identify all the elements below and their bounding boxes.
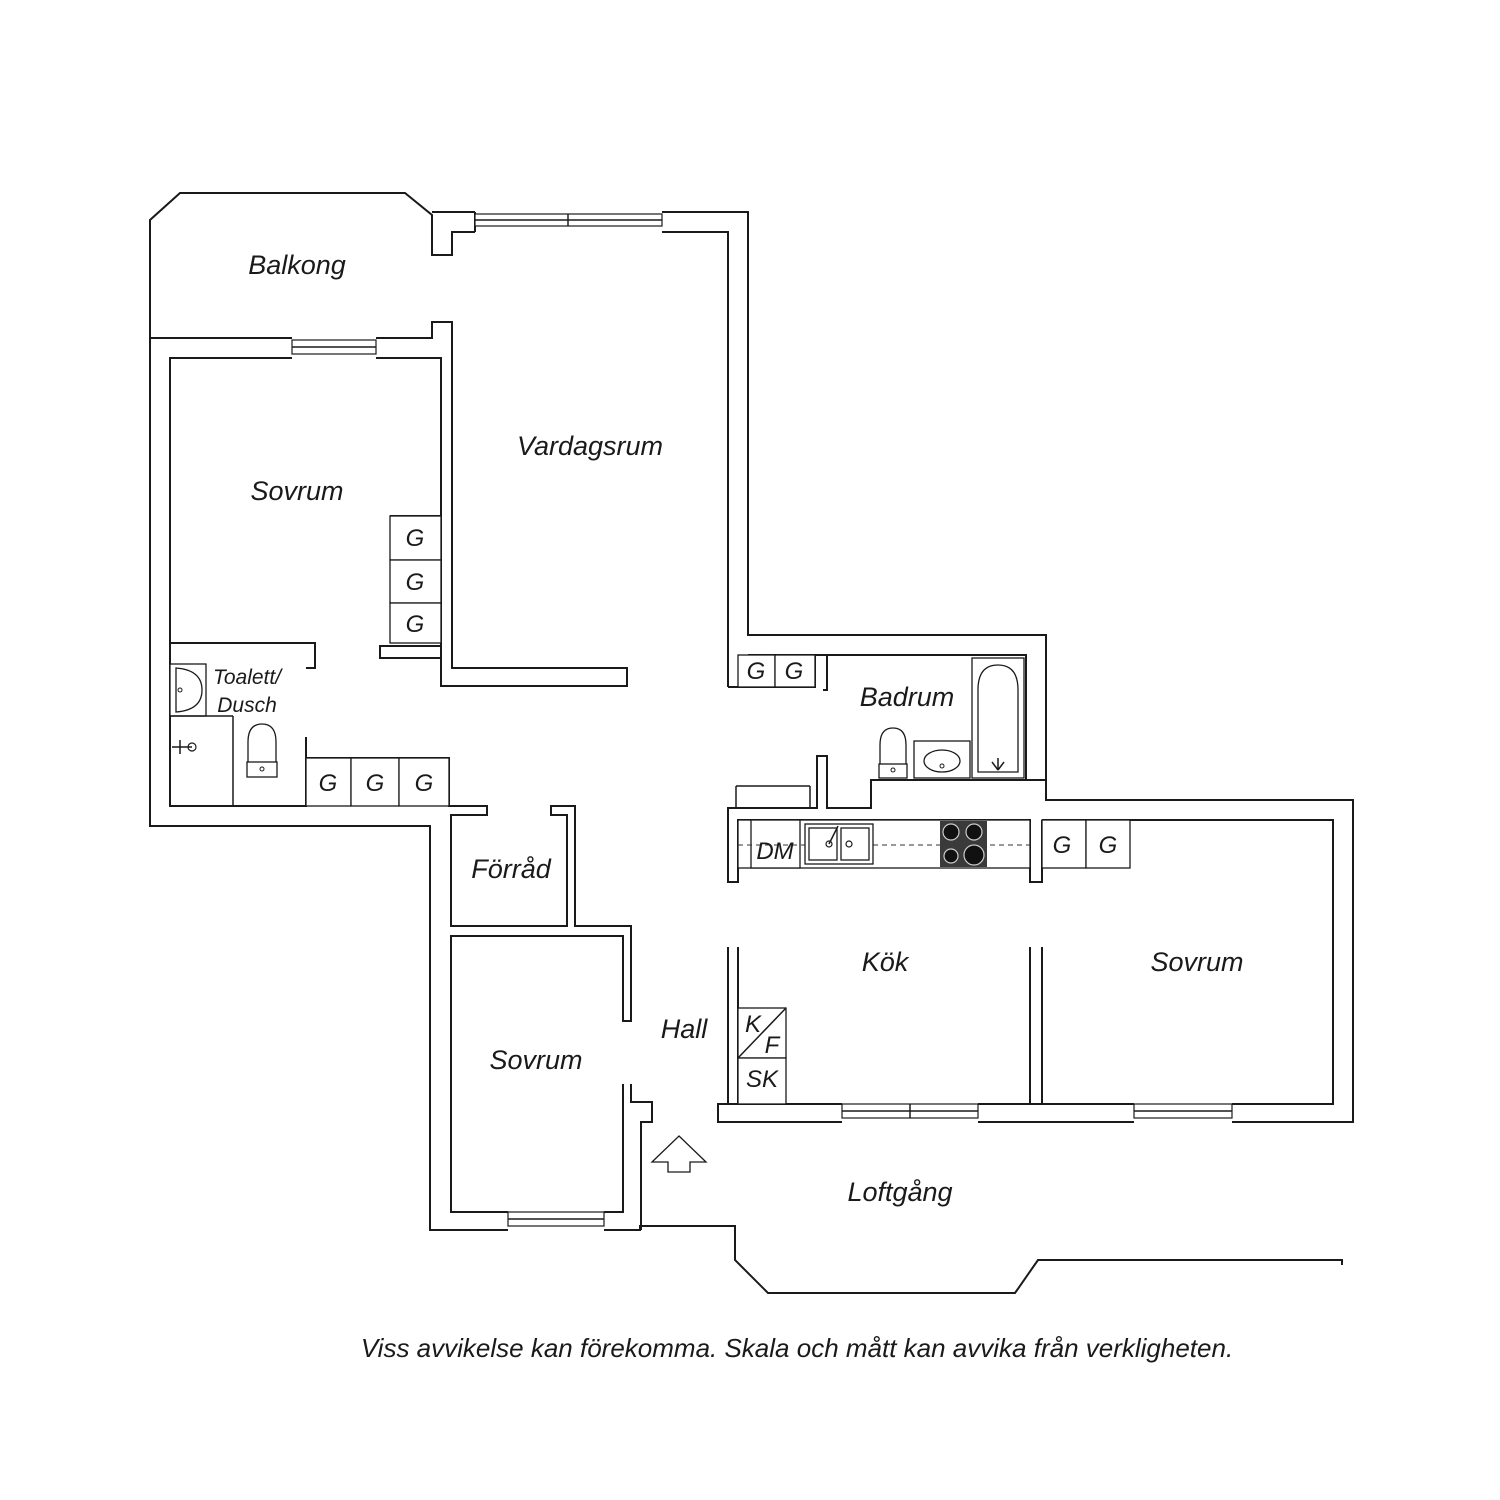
room-label-kok: Kök <box>862 947 910 977</box>
shower-icon <box>172 740 197 754</box>
wardrobe-label: G <box>1099 832 1118 859</box>
room-label-badrum: Badrum <box>860 682 955 712</box>
bathroom-fixtures <box>878 657 1025 779</box>
window-bedroom-e <box>1133 1103 1233 1119</box>
toilet-icon <box>878 727 908 779</box>
wardrobe-label: G <box>406 611 425 638</box>
kitchen-counter <box>737 819 1031 869</box>
room-label-sovrum-e: Sovrum <box>1150 947 1243 977</box>
room-label-sovrum-nw: Sovrum <box>250 476 343 506</box>
wardrobes <box>305 515 1131 869</box>
room-label-dusch: Dusch <box>217 694 277 717</box>
room-label-toalett: Toalett/ <box>213 666 283 689</box>
window-bedroom-nw <box>291 339 377 355</box>
window-living-north <box>474 213 663 227</box>
room-labels: Balkong Vardagsrum Sovrum Toalett/ Dusch… <box>213 250 1244 1207</box>
wardrobe-label: G <box>406 569 425 596</box>
wardrobe-label: G <box>406 525 425 552</box>
toilet-icon <box>246 723 278 778</box>
window-bedroom-s <box>507 1211 605 1227</box>
wardrobe-label: G <box>747 658 766 685</box>
wardrobe-label: G <box>366 770 385 797</box>
wardrobe-label: G <box>785 658 804 685</box>
room-label-hall: Hall <box>661 1014 709 1044</box>
stove-icon <box>940 821 987 867</box>
sink-icon <box>804 823 874 865</box>
fridge-cabinet <box>737 1007 787 1105</box>
wardrobe-label: G <box>319 770 338 797</box>
bathtub-icon <box>971 657 1025 779</box>
windows <box>291 213 1233 1227</box>
fridge-label: K <box>745 1011 762 1038</box>
room-label-loftgang: Loftgång <box>847 1177 952 1207</box>
window-kitchen <box>841 1103 979 1119</box>
disclaimer-text: Viss avvikelse kan förekomma. Skala och … <box>361 1333 1233 1363</box>
wardrobe-label: G <box>1053 832 1072 859</box>
washbasin-icon <box>913 740 971 779</box>
cabinet-label: SK <box>746 1066 779 1093</box>
room-label-forrad: Förråd <box>471 854 552 884</box>
room-label-vardagsrum: Vardagsrum <box>517 431 663 461</box>
room-label-balkong: Balkong <box>248 250 346 280</box>
fixture-labels: G G G G G G G G G G DM K F SK <box>319 525 1118 1093</box>
outer-walls <box>149 192 1354 1294</box>
freezer-label: F <box>765 1032 781 1059</box>
dishwasher-label: DM <box>756 838 793 865</box>
room-label-sovrum-s: Sovrum <box>489 1045 582 1075</box>
washbasin-icon <box>169 663 207 717</box>
wardrobe-label: G <box>415 770 434 797</box>
entrance-arrow-icon <box>650 1135 708 1173</box>
toilet-shower-fixtures <box>169 663 278 806</box>
